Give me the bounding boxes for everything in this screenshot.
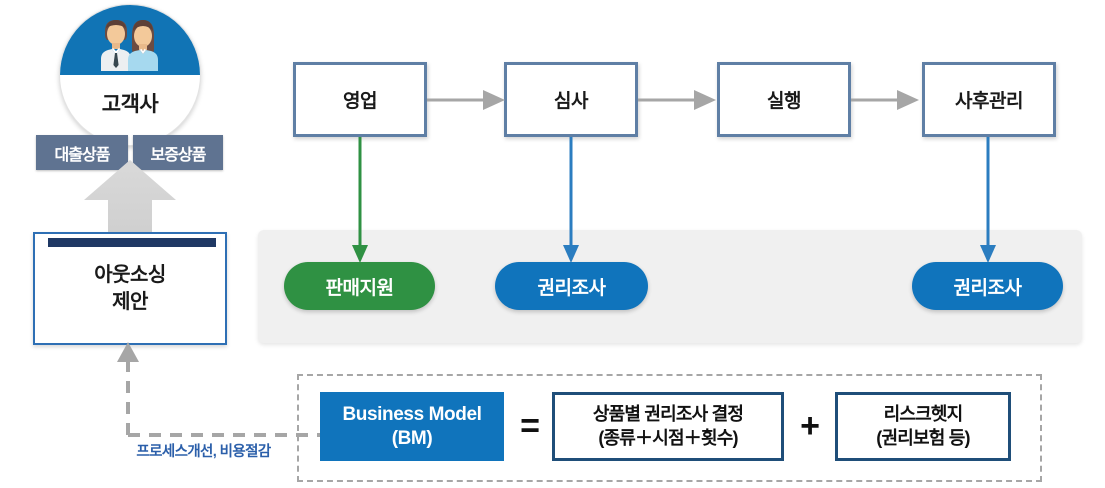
plus-sign: + bbox=[800, 407, 820, 445]
big-up-arrow-icon bbox=[84, 160, 176, 238]
process-box-review[interactable]: 심사 bbox=[504, 62, 638, 137]
customer-circle: 고객사 bbox=[59, 4, 201, 146]
outsourcing-line-2: 제안 bbox=[112, 290, 148, 313]
process-box-after-care-label: 사후관리 bbox=[955, 91, 1023, 112]
feedback-dashed-arrow bbox=[117, 342, 320, 437]
bm-term-risk-hedge[interactable]: 리스크헷지 (권리보험 등) bbox=[835, 392, 1011, 461]
business-model-title: Business Model bbox=[342, 403, 482, 425]
tag-guarantee-product-label: 보증상품 bbox=[150, 146, 207, 164]
outsourcing-line-1: 아웃소싱 bbox=[94, 264, 166, 287]
bm-term-1-line-2: (종류＋시점＋횟수) bbox=[598, 427, 738, 448]
bm-term-1-line-1: 상품별 권리조사 결정 bbox=[592, 404, 744, 425]
drop-arrow-sales-icon bbox=[352, 137, 368, 263]
pill-rights-survey-2[interactable]: 권리조사 bbox=[912, 262, 1063, 310]
process-arrow-1-icon bbox=[427, 90, 505, 110]
outsourcing-proposal-box[interactable]: 아웃소싱 제안 bbox=[33, 232, 227, 345]
bm-term-2-line-1: 리스크헷지 bbox=[883, 404, 964, 425]
process-box-execution-label: 실행 bbox=[767, 91, 801, 112]
process-arrow-2-icon bbox=[638, 90, 716, 110]
drop-arrow-after-care-icon bbox=[980, 137, 996, 263]
customer-circle-top bbox=[60, 5, 200, 75]
bm-term-rights-survey-decision[interactable]: 상품별 권리조사 결정 (종류＋시점＋횟수) bbox=[552, 392, 784, 461]
process-box-sales-label: 영업 bbox=[343, 91, 377, 112]
two-people-icon bbox=[101, 20, 158, 71]
business-model-subtitle: (BM) bbox=[391, 427, 433, 449]
business-model-box[interactable]: Business Model (BM) bbox=[320, 392, 504, 461]
outsourcing-text: 아웃소싱 제안 bbox=[35, 234, 225, 343]
process-box-after-care[interactable]: 사후관리 bbox=[922, 62, 1056, 137]
process-arrow-3-icon bbox=[851, 90, 919, 110]
pill-rights-survey-1[interactable]: 권리조사 bbox=[495, 262, 648, 310]
drop-arrow-review-icon bbox=[563, 137, 579, 263]
pill-rights-survey-2-label: 권리조사 bbox=[953, 277, 1022, 299]
tag-loan-product[interactable]: 대출상품 bbox=[36, 135, 128, 170]
business-model-container bbox=[297, 374, 1042, 482]
feedback-label: 프로세스개선, 비용절감 bbox=[136, 444, 271, 460]
customer-label: 고객사 bbox=[101, 93, 159, 116]
pill-sales-support[interactable]: 판매지원 bbox=[284, 262, 435, 310]
tag-guarantee-product[interactable]: 보증상품 bbox=[133, 135, 223, 170]
pill-rights-survey-1-label: 권리조사 bbox=[537, 277, 606, 299]
pill-sales-support-label: 판매지원 bbox=[325, 277, 394, 299]
process-box-execution[interactable]: 실행 bbox=[717, 62, 851, 137]
process-box-sales[interactable]: 영업 bbox=[293, 62, 427, 137]
bm-term-2-line-2: (권리보험 등) bbox=[876, 427, 970, 448]
outsourcing-accent-bar bbox=[48, 238, 216, 247]
tag-loan-product-label: 대출상품 bbox=[54, 146, 111, 164]
process-box-review-label: 심사 bbox=[554, 91, 588, 112]
equals-sign: = bbox=[520, 407, 540, 445]
